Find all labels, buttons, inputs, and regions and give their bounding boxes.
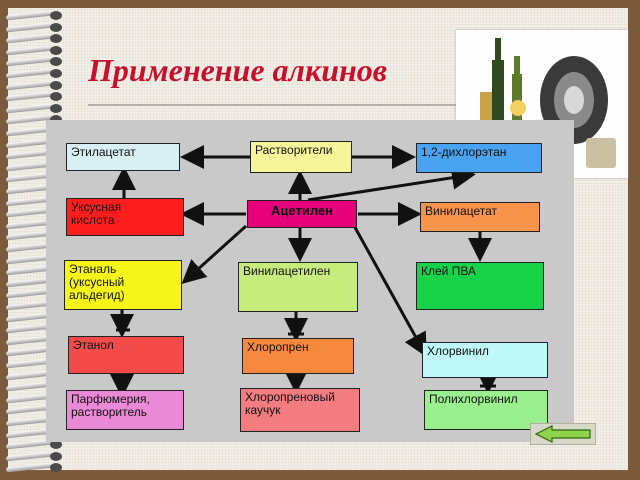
binding-ring bbox=[5, 115, 68, 125]
box-acetic-acid: Уксусная кислота bbox=[66, 198, 184, 236]
diagram-arrows bbox=[110, 145, 500, 398]
binding-ring bbox=[5, 57, 68, 67]
box-vinylacetylene: Винилацетилен bbox=[238, 262, 358, 312]
box-pva-glue: Клей ПВА bbox=[416, 262, 544, 310]
binding-ring bbox=[5, 451, 68, 462]
box-polyvinyl-chloride: Полихлорвинил bbox=[424, 390, 548, 430]
box-ethanal: Этаналь (уксусный альдегид) bbox=[64, 260, 182, 310]
box-chloroprene-rubber: Хлоропреновый каучук bbox=[240, 388, 360, 432]
binding-ring bbox=[5, 103, 68, 114]
binding-ring bbox=[5, 439, 68, 450]
binding-ring bbox=[5, 80, 68, 90]
box-solvents: Растворители bbox=[250, 141, 352, 173]
binding-ring bbox=[5, 22, 68, 32]
box-chloroprene: Хлоропрен bbox=[242, 338, 354, 374]
box-perfumery: Парфюмерия, растворитель bbox=[66, 390, 184, 430]
binding-ring bbox=[5, 10, 68, 21]
box-chlorovinyl: Хлорвинил bbox=[422, 342, 548, 378]
box-dichloroethane: 1,2-дихлорэтан bbox=[416, 143, 542, 173]
box-ethanol: Этанол bbox=[68, 336, 184, 374]
title-underline bbox=[88, 104, 468, 106]
slide-title: Применение алкинов bbox=[88, 52, 388, 88]
box-vinyl-acetate: Винилацетат bbox=[420, 202, 540, 232]
box-ethyl-acetate: Этилацетат bbox=[66, 143, 180, 171]
binding-ring bbox=[5, 45, 68, 56]
binding-ring bbox=[5, 33, 68, 44]
binding-ring bbox=[5, 91, 68, 102]
back-arrow-icon bbox=[529, 422, 597, 446]
back-button[interactable] bbox=[529, 422, 597, 446]
binding-ring bbox=[5, 463, 68, 473]
binding-ring bbox=[5, 68, 68, 79]
box-acetylene: Ацетилен bbox=[247, 200, 357, 228]
